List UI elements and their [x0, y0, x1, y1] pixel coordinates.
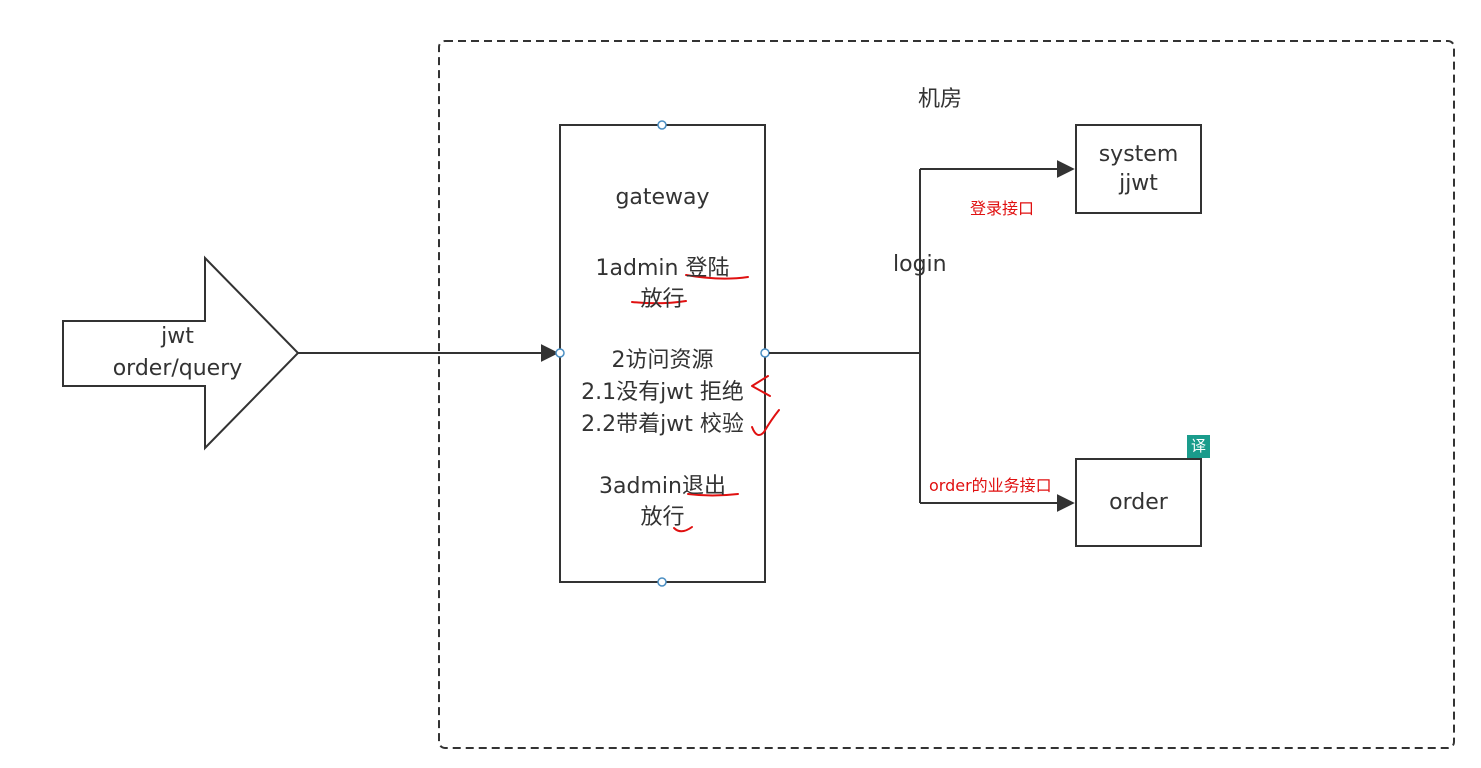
order-box-label: order: [1109, 490, 1168, 515]
underline-pass-mark: [631, 300, 687, 305]
gateway-title: gateway: [615, 185, 710, 210]
system-box[interactable]: [1075, 124, 1202, 214]
client-arrow-label-jwt: jwt: [161, 324, 194, 349]
gateway-step-admin-logout: 3admin退出: [599, 474, 726, 499]
gateway-step-admin-logout-pass: 放行: [640, 505, 685, 530]
underline-logout-mark: [687, 493, 739, 497]
gateway-step-no-jwt-reject: 2.1没有jwt 拒绝: [581, 380, 744, 405]
gateway-step-with-jwt-verify: 2.2带着jwt 校验: [581, 412, 744, 437]
gateway-handle-bottom[interactable]: [657, 577, 667, 587]
cross-reject-mark: [751, 375, 771, 397]
datacenter-label: 机房: [918, 87, 963, 112]
check-verify-mark: [751, 409, 780, 437]
gateway-step-admin-login-pass: 放行: [640, 287, 685, 312]
gateway-handle-left[interactable]: [555, 348, 565, 358]
datacenter-boundary: [438, 40, 1455, 749]
system-box-name: system: [1098, 142, 1179, 167]
check-logout-pass-mark: [673, 526, 693, 533]
system-box-lib: jjwt: [1119, 171, 1158, 196]
login-route-label: login: [893, 252, 947, 277]
translate-badge-icon[interactable]: 译: [1187, 435, 1210, 458]
underline-login-mark: [685, 274, 749, 280]
order-api-label: order的业务接口: [929, 476, 1052, 495]
login-api-label: 登录接口: [970, 199, 1035, 218]
client-request-arrow: [62, 255, 300, 451]
gateway-step-access-resource: 2访问资源: [611, 348, 714, 373]
order-box[interactable]: [1075, 458, 1202, 547]
gateway-handle-top[interactable]: [657, 120, 667, 130]
client-arrow-label-path: order/query: [112, 356, 243, 381]
gateway-box[interactable]: [559, 124, 766, 583]
gateway-step-admin-login: 1admin 登陆: [595, 256, 730, 281]
